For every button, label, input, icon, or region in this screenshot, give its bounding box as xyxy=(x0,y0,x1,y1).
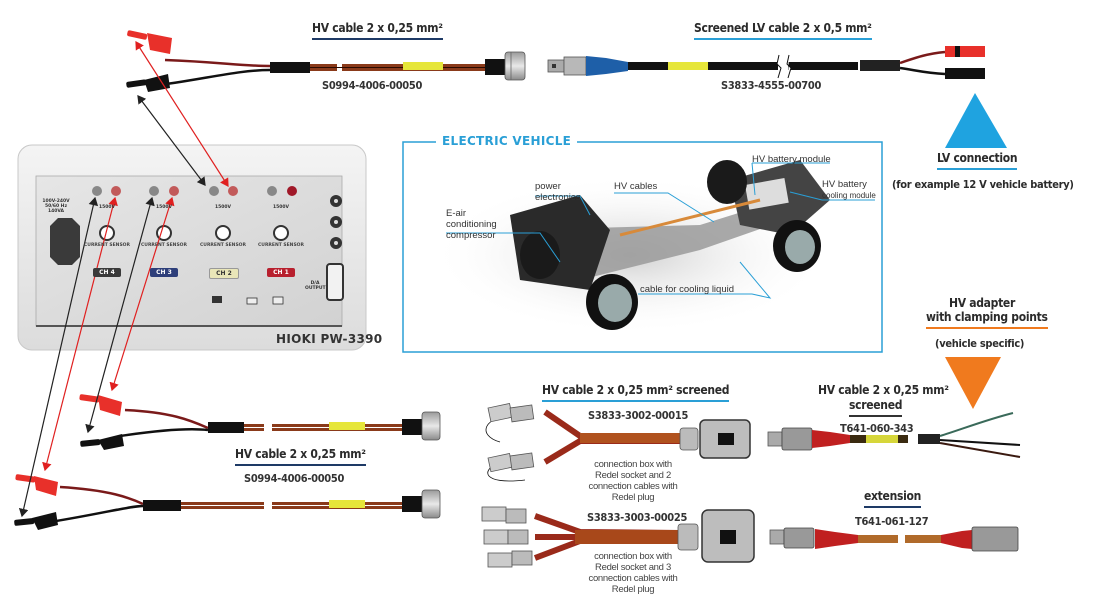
lv-connection-title: LV connection xyxy=(937,151,1018,170)
hioki-power-analyzer xyxy=(17,144,367,351)
hv-screened-box2-title: HV cable 2 x 0,25 mm² screened xyxy=(542,383,730,402)
current-sensor-label-ch4: CURRENT SENSOR xyxy=(84,243,130,248)
hv-adapter-marker-icon xyxy=(945,357,1001,409)
wheel-icon xyxy=(773,220,821,272)
extension-title: extension xyxy=(864,489,921,508)
wheel-icon xyxy=(586,274,638,330)
electric-vehicle-panel xyxy=(402,141,883,353)
connection-box-2-cables xyxy=(485,402,751,482)
channel-badge-ch4: CH 4 xyxy=(93,268,121,277)
channel-badge-ch2: CH 2 xyxy=(209,268,239,279)
callout-e-air-compressor: E-air conditioning compressor xyxy=(446,208,497,241)
voltage-rating-ch3: 1500V xyxy=(155,205,172,210)
hv-cable-middle-1 xyxy=(79,394,441,450)
hv-cable-middle-title: HV cable 2 x 0,25 mm² xyxy=(235,447,366,466)
hv-cable-screened-right xyxy=(767,412,1021,458)
red-banana-plug-icon xyxy=(127,30,172,54)
hv-adapter-title-line1: HV adapter xyxy=(949,296,1015,310)
hv-screened-right-title-line1: HV cable 2 x 0,25 mm² xyxy=(818,383,949,397)
da-output-port-icon xyxy=(326,263,344,301)
cable-break-marks xyxy=(776,54,792,79)
connection-arrows xyxy=(18,40,229,518)
power-inlet-icon xyxy=(50,218,80,265)
voltage-rating-ch1: 1500V xyxy=(272,205,289,210)
hv-screened-box2-part-number: S3833-3002-00015 xyxy=(588,409,689,422)
callout-hv-cables: HV cables xyxy=(614,181,658,192)
black-banana-plug-icon xyxy=(126,74,170,92)
current-sensor-label-ch1: CURRENT SENSOR xyxy=(258,243,304,248)
callout-hv-battery-module: HV battery module xyxy=(752,154,831,165)
callout-cooling-liquid: cable for cooling liquid xyxy=(640,284,735,295)
hv-cable-middle-2 xyxy=(14,474,441,530)
connection-box-2-note: connection box with Redel socket and 2 c… xyxy=(588,459,678,503)
hv-screened-box3-part-number: S3833-3003-00025 xyxy=(587,511,688,524)
callout-hv-battery-cooling: HV battery cooling module xyxy=(822,179,876,200)
hv-cable-top-title: HV cable 2 x 0,25 mm² xyxy=(312,21,443,40)
electric-vehicle-title: ELECTRIC VEHICLE xyxy=(436,134,578,148)
current-sensor-label-ch2: CURRENT SENSOR xyxy=(200,243,246,248)
hv-cable-middle-part-number: S0994-4006-00050 xyxy=(244,472,345,485)
lv-screened-cable xyxy=(547,46,985,79)
hv-screened-right-title-line2: screened xyxy=(849,398,902,417)
lv-cable-title: Screened LV cable 2 x 0,5 mm² xyxy=(694,21,872,40)
extension-cable xyxy=(769,526,1019,552)
channel-jacks xyxy=(92,186,297,196)
callout-power-electronics: power electronics xyxy=(535,181,581,203)
connection-box-3-note: connection box with Redel socket and 3 c… xyxy=(588,551,678,595)
extension-part-number: T641-061-127 xyxy=(855,515,929,528)
voltage-rating-ch2: 1500V xyxy=(214,205,231,210)
lv-connection-subtitle: (for example 12 V vehicle battery) xyxy=(892,178,1074,191)
wheel-icon xyxy=(707,160,747,204)
hv-adapter-subtitle: (vehicle specific) xyxy=(935,337,1025,350)
channel-badge-ch1: CH 1 xyxy=(267,268,295,277)
channel-badge-ch3: CH 3 xyxy=(150,268,178,277)
device-model-label: HIOKI PW-3390 xyxy=(276,332,383,346)
power-rating-label: 100V-240V 50/60 Hz 140VA xyxy=(42,199,70,214)
voltage-rating-ch4: 1500V xyxy=(98,205,115,210)
lv-connection-marker-icon xyxy=(945,93,1007,148)
connection-box-3-cables xyxy=(481,506,755,568)
hv-screened-right-part-number: T641-060-343 xyxy=(840,422,914,435)
hv-cable-top-part-number: S0994-4006-00050 xyxy=(322,79,423,92)
wheel-icon xyxy=(520,231,560,279)
da-output-label: D/A OUTPUT xyxy=(305,281,326,291)
hv-adapter-title-line2: with clamping points xyxy=(926,310,1048,329)
current-sensor-label-ch3: CURRENT SENSOR xyxy=(141,243,187,248)
lv-cable-part-number: S3833-4555-00700 xyxy=(721,79,822,92)
